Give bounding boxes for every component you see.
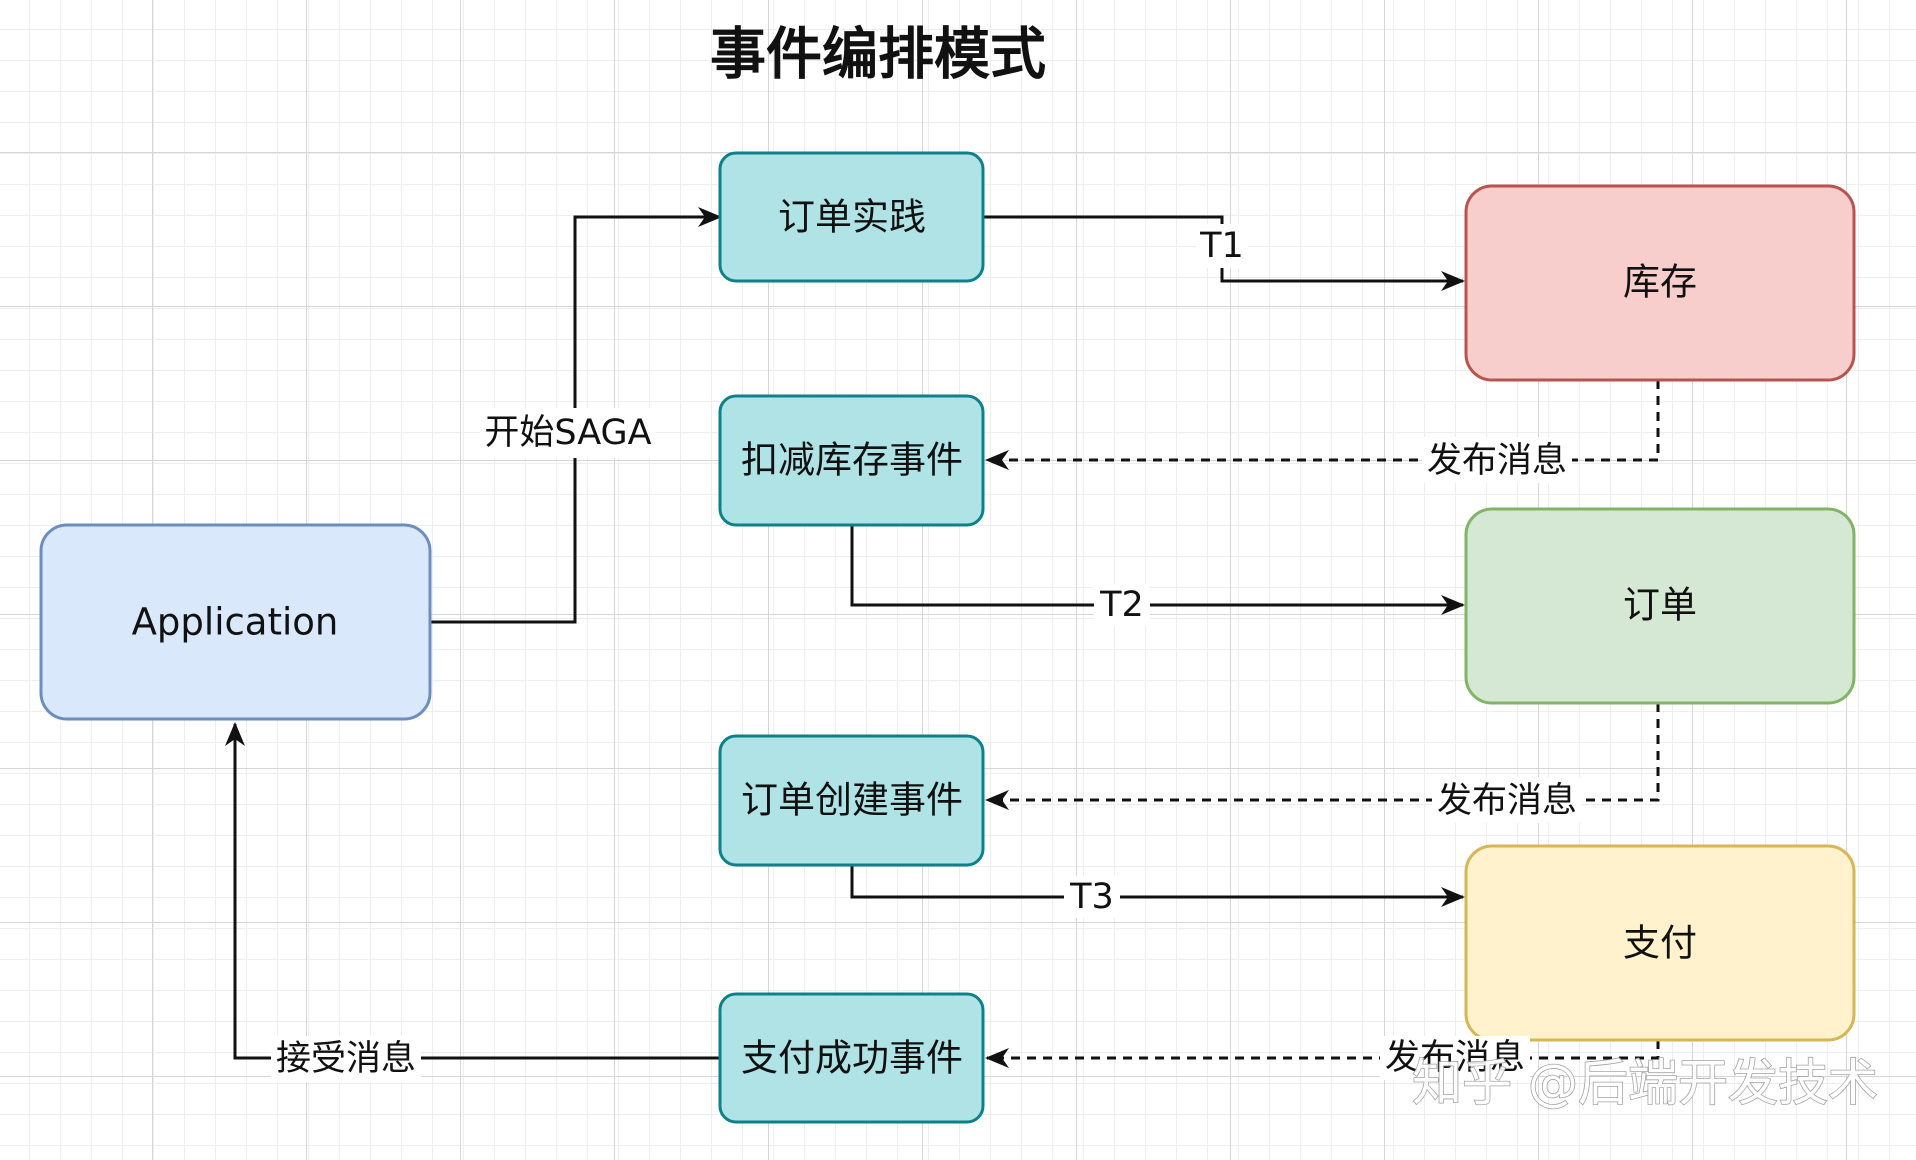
edge-label-publish-inventory: 发布消息 — [1427, 441, 1567, 481]
node-order-practice[interactable]: 订单实践 — [718, 151, 985, 283]
edge-label-t2-group: T2 — [1094, 584, 1150, 626]
node-order[interactable]: 订单 — [1464, 507, 1856, 705]
edge-label-t3: T3 — [1069, 877, 1114, 917]
node-inventory-label: 库存 — [1623, 261, 1697, 304]
edge-receive-message — [225, 722, 720, 1060]
diagram-title: 事件编排模式 — [710, 23, 1046, 88]
node-application-label: Application — [132, 601, 339, 644]
edge-label-t3-group: T3 — [1064, 876, 1120, 918]
edge-publish-order — [985, 703, 1660, 810]
edge-label-t1: T1 — [1199, 226, 1244, 266]
edge-label-t2: T2 — [1099, 585, 1144, 625]
edge-label-publish-order-group: 发布消息 — [1432, 777, 1582, 823]
edge-label-receive-message-group: 接受消息 — [271, 1036, 421, 1082]
edge-publish-inventory — [985, 380, 1660, 470]
node-order-created-event-label: 订单创建事件 — [741, 779, 963, 822]
edge-label-start-saga-group: 开始SAGA — [480, 408, 656, 458]
node-payment[interactable]: 支付 — [1464, 844, 1856, 1042]
node-order-created-event[interactable]: 订单创建事件 — [718, 734, 985, 867]
edge-t3 — [850, 865, 1465, 907]
node-order-practice-label: 订单实践 — [778, 196, 926, 239]
edge-publish-payment — [985, 1040, 1660, 1068]
edge-label-receive-message: 接受消息 — [276, 1039, 416, 1079]
edge-label-start-saga: 开始SAGA — [484, 413, 651, 453]
edge-label-publish-order: 发布消息 — [1437, 781, 1577, 821]
node-deduct-inventory-event[interactable]: 扣减库存事件 — [718, 394, 985, 527]
edge-label-publish-payment-group: 发布消息 — [1380, 1036, 1530, 1080]
node-deduct-inventory-event-label: 扣减库存事件 — [741, 439, 963, 482]
edge-t2 — [850, 525, 1465, 615]
node-payment-label: 支付 — [1623, 922, 1697, 965]
node-application[interactable]: Application — [39, 523, 432, 721]
node-payment-success-event[interactable]: 支付成功事件 — [718, 992, 985, 1124]
edge-label-publish-payment: 发布消息 — [1385, 1038, 1525, 1078]
edge-label-publish-inventory-group: 发布消息 — [1422, 437, 1572, 483]
node-inventory[interactable]: 库存 — [1464, 184, 1856, 382]
edge-label-t1-group: T1 — [1196, 224, 1248, 268]
node-payment-success-event-label: 支付成功事件 — [741, 1037, 963, 1080]
watermark: 知乎 @后端开发技术 — [1412, 1054, 1878, 1112]
node-order-label: 订单 — [1623, 584, 1697, 627]
